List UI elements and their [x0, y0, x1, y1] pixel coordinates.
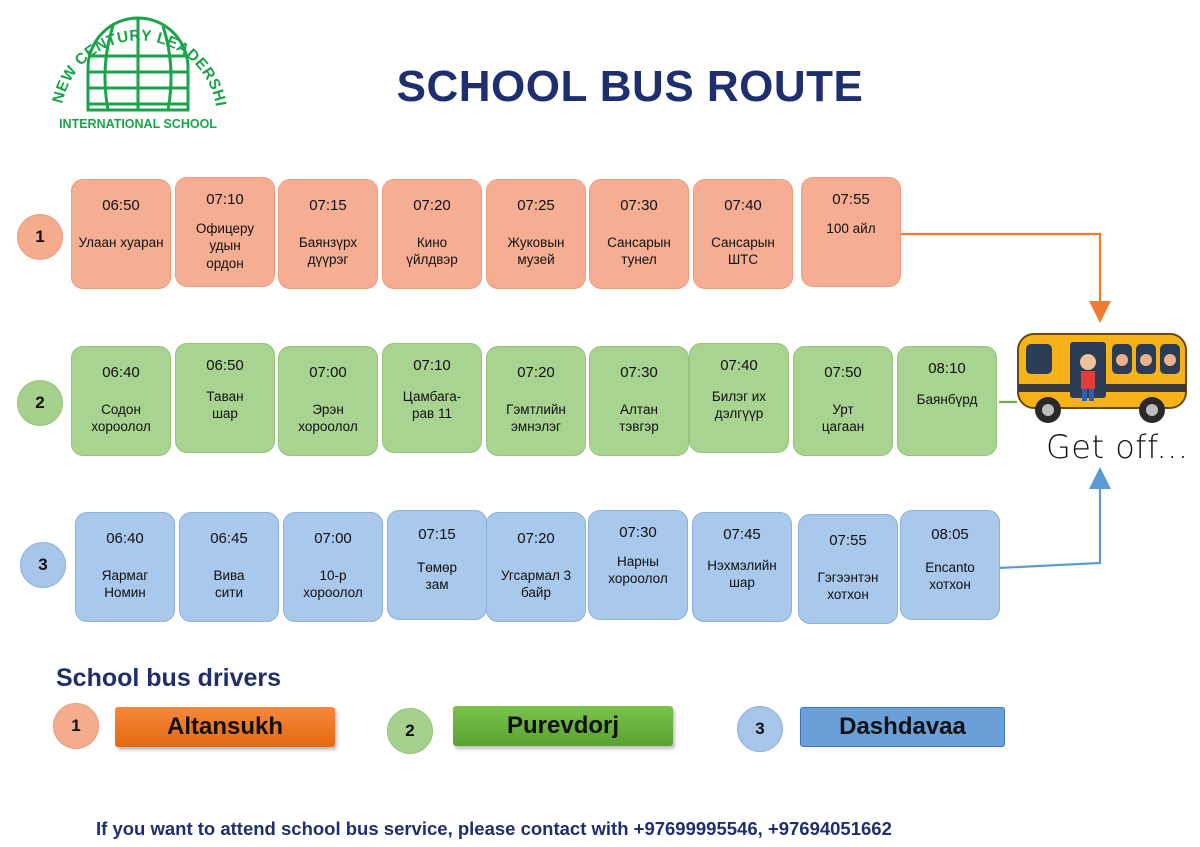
route-1-arrow: [892, 232, 1111, 323]
drivers-title: School bus drivers: [56, 664, 282, 692]
driver-2-badge: 2: [387, 708, 433, 754]
driver-1-badge: 1: [53, 703, 99, 749]
page-title: SCHOOL BUS ROUTE: [396, 62, 864, 111]
contact-info: If you want to attend school bus service…: [96, 818, 892, 839]
logo-bottom-text: INTERNATIONAL SCHOOL: [59, 117, 217, 131]
driver-3-badge: 3: [737, 706, 783, 752]
driver-2-name: Purevdorj: [453, 706, 673, 746]
school-logo: NEW CENTURY LEADERSHIP INTERNATIONAL SCH…: [48, 6, 228, 131]
route-1-badge: 1: [17, 214, 63, 260]
route-2-badge: 2: [17, 380, 63, 426]
get-off-caption: Get off...: [1046, 428, 1189, 466]
route-3-badge: 3: [20, 542, 66, 588]
driver-1-name: Altansukh: [115, 707, 335, 747]
school-bus-icon: [1017, 333, 1187, 423]
route-3-arrow: [997, 467, 1111, 570]
driver-3-name: Dashdavaa: [800, 707, 1005, 747]
